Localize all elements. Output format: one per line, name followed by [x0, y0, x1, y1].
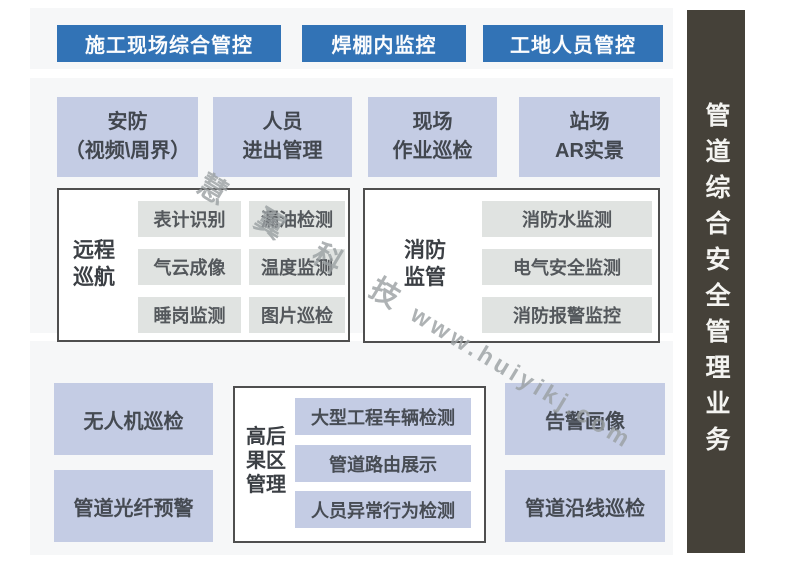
block-alarm-portrait: 告警画像 — [505, 383, 665, 455]
block-station-ar-view: 站场 AR实景 — [519, 97, 660, 177]
item-large-vehicle-detection: 大型工程车辆检测 — [295, 398, 471, 435]
item-sleeping-on-duty-detection: 睡岗监测 — [138, 297, 241, 333]
feature-line: （视频\周界） — [64, 140, 191, 162]
group-label-line: 巡航 — [73, 266, 115, 289]
group-label-line: 管理 — [246, 474, 286, 496]
item-gas-cloud-imaging: 气云成像 — [138, 249, 241, 285]
block-security-video-perimeter: 安防 （视频\周界） — [57, 97, 198, 177]
block-construction-site-control: 施工现场综合管控 — [57, 25, 281, 62]
feature-line: 人员 — [262, 111, 303, 133]
group-label-line: 监管 — [404, 266, 446, 289]
page-title: 管道综合安全管理业务 — [702, 101, 730, 462]
feature-line: 安防 — [107, 111, 148, 133]
item-picture-inspection: 图片巡检 — [249, 297, 345, 333]
item-temperature-monitoring: 温度监测 — [249, 249, 345, 285]
block-personnel-access-management: 人员 进出管理 — [213, 97, 352, 177]
feature-line: 站场 — [569, 111, 610, 133]
item-fire-alarm-monitoring: 消防报警监控 — [482, 297, 652, 333]
group-label-fire-supervision: 消防 监管 — [385, 237, 465, 291]
block-pipeline-fiber-warning: 管道光纤预警 — [54, 470, 213, 542]
item-oil-leak-detection: 漏油检测 — [249, 201, 345, 237]
group-label-line: 消防 — [404, 239, 446, 262]
group-label-high-consequence-area: 高后 果区 管理 — [237, 425, 295, 497]
feature-line: 现场 — [412, 111, 453, 133]
item-abnormal-behavior-detection: 人员异常行为检测 — [295, 491, 471, 528]
block-onsite-work-inspection: 现场 作业巡检 — [368, 97, 497, 177]
item-fire-water-monitoring: 消防水监测 — [482, 201, 652, 237]
feature-line: AR实景 — [555, 140, 624, 162]
item-electrical-safety-monitoring: 电气安全监测 — [482, 249, 652, 285]
block-weld-shed-monitoring: 焊棚内监控 — [302, 25, 466, 62]
vertical-title-bar: 管道综合安全管理业务 — [687, 10, 745, 553]
item-pipeline-route-display: 管道路由展示 — [295, 445, 471, 482]
block-drone-inspection: 无人机巡检 — [54, 383, 213, 455]
block-site-personnel-control: 工地人员管控 — [483, 25, 663, 62]
feature-line: 作业巡检 — [392, 140, 473, 162]
group-label-line: 远程 — [73, 239, 115, 262]
feature-line: 进出管理 — [242, 140, 323, 162]
item-meter-recognition: 表计识别 — [138, 201, 241, 237]
group-label-remote-patrol: 远程 巡航 — [58, 237, 130, 291]
group-label-line: 高后 — [246, 426, 286, 448]
group-label-line: 果区 — [246, 450, 286, 472]
block-pipeline-route-inspection: 管道沿线巡检 — [505, 470, 665, 542]
